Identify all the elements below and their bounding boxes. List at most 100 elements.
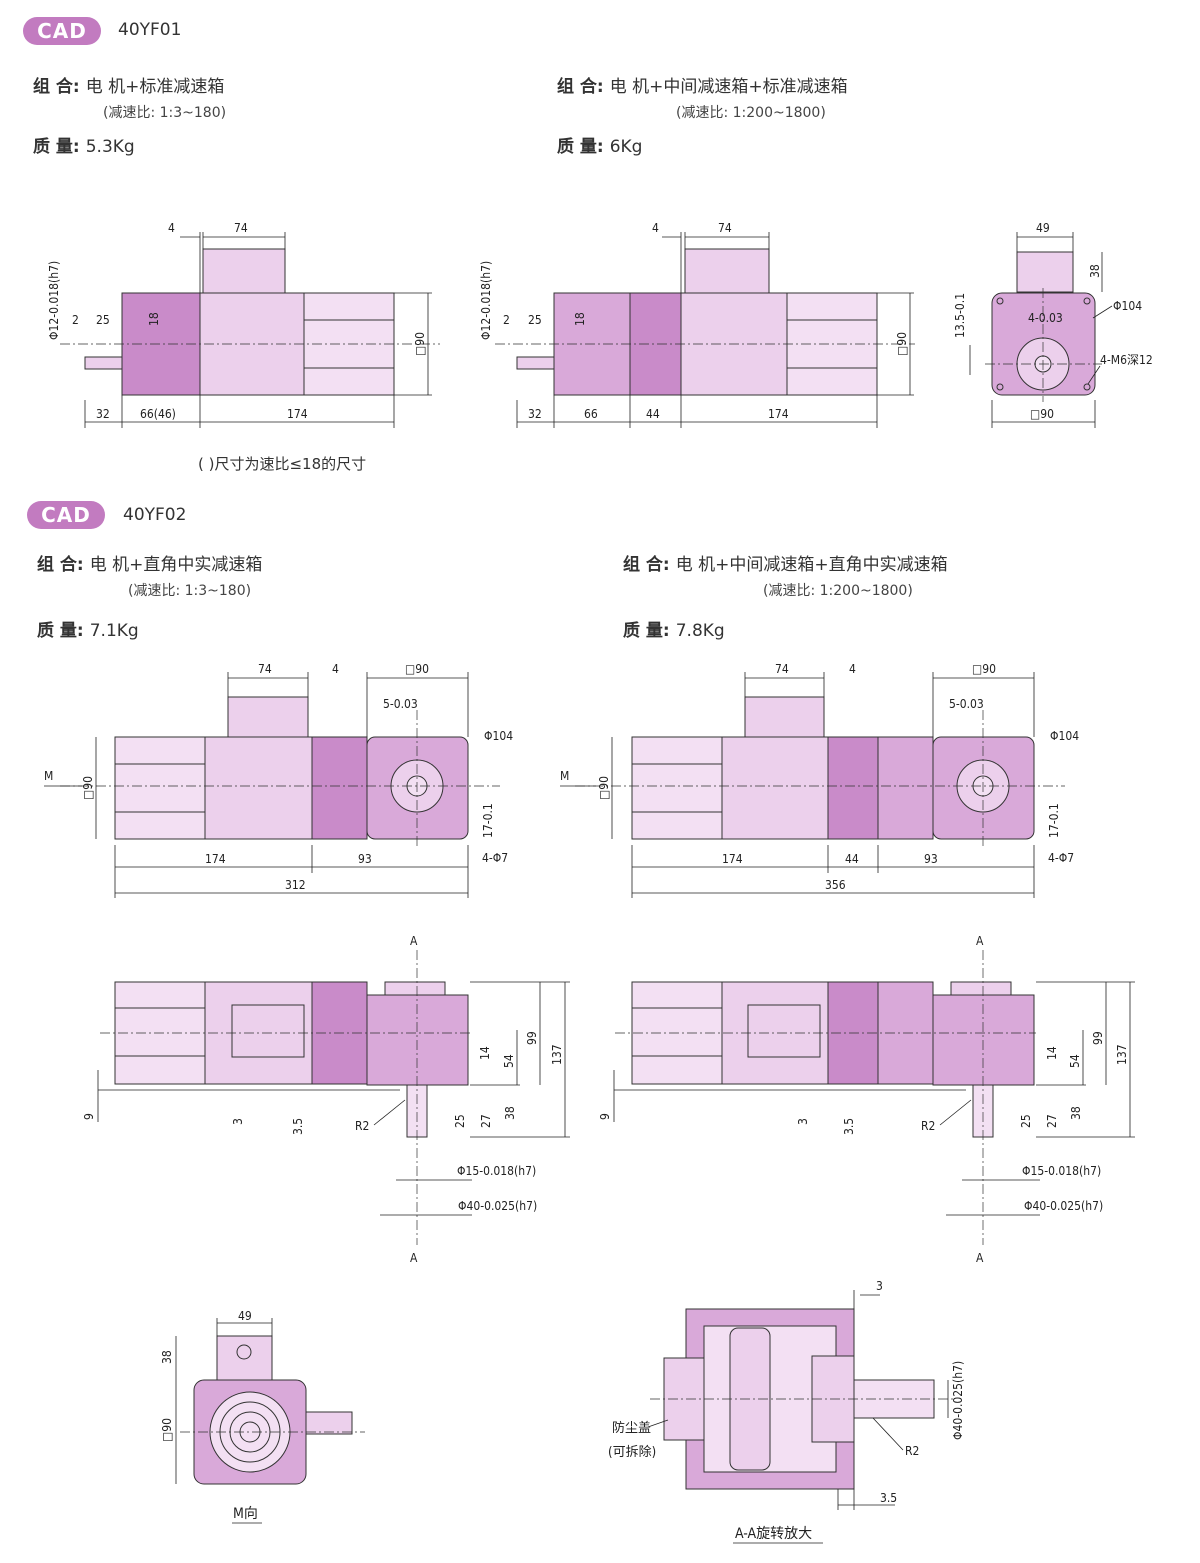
combo-value: 电 机+中间减速箱+直角中实减速箱	[675, 555, 948, 575]
dim-74: 74	[234, 221, 248, 235]
dim-9: 9	[82, 1113, 96, 1120]
dim-17: 17-0.1	[481, 803, 495, 838]
drawing-40yf01-mid: 74 4 □90 32 66 44 174 25 2 18 Φ12-0.018(…	[479, 221, 915, 428]
dim-93: 93	[924, 852, 938, 866]
dim-74: 74	[718, 221, 732, 235]
mass-line-1a: 质 量:5.3Kg	[33, 132, 135, 157]
model-40yf01: 40YF01	[118, 20, 182, 40]
mass-label: 质 量:	[37, 621, 84, 641]
housing-cap	[950, 981, 1012, 996]
dim-25: 25	[96, 313, 110, 327]
dim-sq90: □90	[413, 332, 427, 356]
dim-3: 3	[876, 1279, 883, 1293]
dim-14: 14	[1045, 1046, 1059, 1060]
dim-44: 44	[845, 852, 859, 866]
combo-value: 电 机+直角中实减速箱	[89, 555, 263, 575]
dim-66: 66	[584, 407, 598, 421]
combo-line-1a: 组 合:电 机+标准减速箱	[33, 72, 224, 97]
dim-312: 312	[285, 878, 306, 892]
dim-49: 49	[1036, 221, 1050, 235]
mass-line-1b: 质 量:6Kg	[557, 132, 642, 157]
dim-9: 9	[598, 1113, 612, 1120]
dim-3: 3	[231, 1118, 245, 1125]
dim-key: 5-0.03	[383, 697, 418, 711]
dim-32: 32	[528, 407, 542, 421]
mass-value: 5.3Kg	[85, 137, 135, 157]
mass-line-2a: 质 量:7.1Kg	[37, 616, 139, 641]
dim-18: 18	[573, 312, 587, 326]
dim-4: 4	[332, 662, 339, 676]
dim-sq90: □90	[1030, 407, 1054, 421]
dim-25: 25	[1019, 1114, 1033, 1128]
dim-174: 174	[205, 852, 226, 866]
dim-3-5: 3.5	[291, 1118, 305, 1135]
dim-4: 4	[168, 221, 175, 235]
dim-40: Φ40-0.025(h7)	[951, 1361, 965, 1440]
mass-label: 质 量:	[557, 137, 604, 157]
output-housing	[366, 994, 469, 1086]
output-shaft	[84, 356, 123, 370]
dim-93: 93	[358, 852, 372, 866]
combo-value: 电 机+中间减速箱+标准减速箱	[609, 77, 848, 97]
motor-flange	[721, 736, 829, 840]
combo-label: 组 合:	[33, 77, 80, 97]
mass-line-2b: 质 量:7.8Kg	[623, 616, 725, 641]
drawing-40yf02-side-right: A A 137 99 54 14 25 27 38 9 3 3.5 R2 Φ15…	[598, 934, 1135, 1265]
drawing-40yf02-side-left: A A 137 99 54 14 25 27 38 9 3 3.5 R2 Φ15…	[82, 934, 570, 1265]
terminal-box	[227, 696, 309, 738]
dim-sq90: □90	[160, 1418, 174, 1442]
output-shaft	[406, 1084, 428, 1138]
mass-label: 质 量:	[33, 137, 80, 157]
dim-3-5: 3.5	[842, 1118, 856, 1135]
dim-25: 25	[528, 313, 542, 327]
dim-r2: R2	[355, 1119, 369, 1133]
dim-13-5: 13.5-0.1	[953, 293, 967, 338]
dim-4: 4	[652, 221, 659, 235]
terminal-box	[1016, 251, 1074, 293]
section-mark-a-top: A	[410, 934, 418, 948]
dim-54: 54	[1068, 1054, 1082, 1068]
dim-38: 38	[160, 1350, 174, 1364]
ratio-1b: (减速比: 1:200~1800)	[676, 105, 826, 121]
dim-38: 38	[1088, 264, 1102, 278]
section-mark-a-top: A	[976, 934, 984, 948]
mass-value: 7.8Kg	[675, 621, 725, 641]
dim-137: 137	[1115, 1044, 1129, 1065]
terminal-box	[216, 1335, 273, 1381]
combo-line-2a: 组 合:电 机+直角中实减速箱	[37, 550, 262, 575]
dim-104: Φ104	[484, 729, 513, 743]
mass-value: 7.1Kg	[89, 621, 139, 641]
label-removable: (可拆除)	[608, 1445, 656, 1460]
dim-r2: R2	[905, 1444, 919, 1458]
section-mark-a-bottom: A	[410, 1251, 418, 1265]
ratio-2b: (减速比: 1:200~1800)	[763, 583, 913, 599]
dim-38: 38	[1069, 1106, 1083, 1120]
dim-74: 74	[775, 662, 789, 676]
dim-104: Φ104	[1050, 729, 1079, 743]
dim-shaft: Φ12-0.018(h7)	[47, 261, 61, 340]
dim-40: Φ40-0.025(h7)	[1024, 1199, 1103, 1213]
dim-3: 3	[796, 1118, 810, 1125]
dim-key: 4-0.03	[1028, 311, 1063, 325]
dim-sq90: □90	[895, 332, 909, 356]
dim-27: 27	[1045, 1114, 1059, 1128]
dim-54: 54	[502, 1054, 516, 1068]
mid-gearbox-block	[629, 292, 682, 396]
terminal-box-side	[747, 1004, 821, 1058]
dim-sq90: □90	[597, 776, 611, 800]
dim-38: 38	[503, 1106, 517, 1120]
drawing-40yf02-top-right: M □90 74 4 □90 5-0.03 Φ104 17-0.1 4-Φ7 1…	[560, 662, 1079, 898]
dim-holes: 4-Φ7	[482, 851, 508, 865]
terminal-box	[684, 248, 770, 294]
combo-label: 组 合:	[37, 555, 84, 575]
dim-174: 174	[768, 407, 789, 421]
cad-badge-1: CAD	[23, 17, 101, 45]
dim-holes: 4-M6深12	[1100, 353, 1153, 367]
dim-sq90: □90	[81, 776, 95, 800]
ratio-1a: (减速比: 1:3~180)	[103, 105, 227, 121]
drawing-40yf01-standard: 74 4 □90 32 66(46) 174 25 2 18 Φ12-0.018…	[47, 221, 440, 428]
dim-40: Φ40-0.025(h7)	[458, 1199, 537, 1213]
gearbox-block	[311, 736, 368, 840]
dim-27: 27	[479, 1114, 493, 1128]
combo-line-2b: 组 合:电 机+中间减速箱+直角中实减速箱	[623, 550, 948, 575]
